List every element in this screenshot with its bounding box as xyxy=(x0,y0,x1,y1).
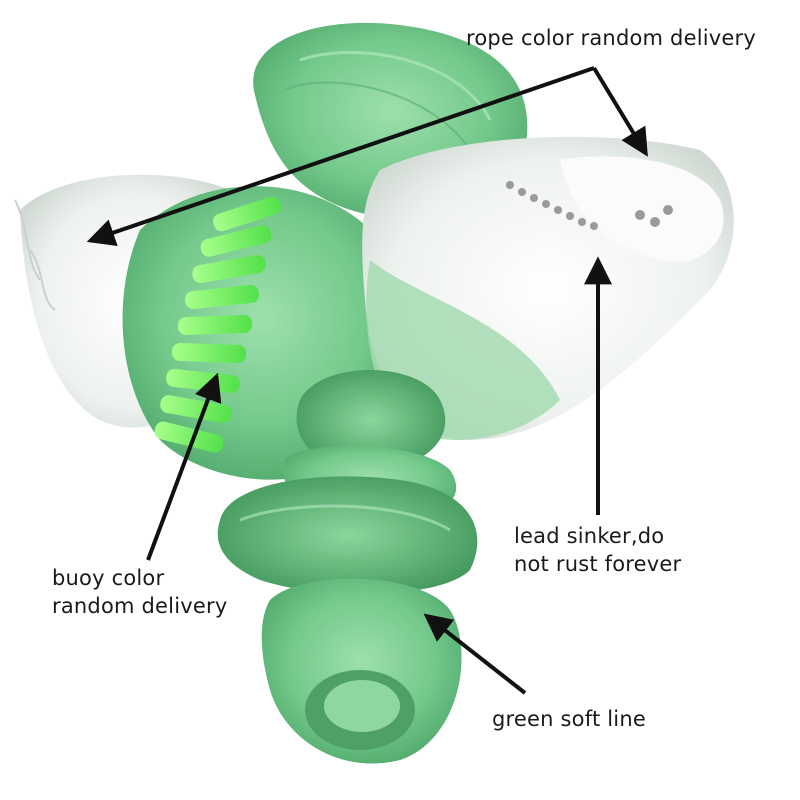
buoy-color-line-2: random delivery xyxy=(52,594,228,618)
float-row xyxy=(154,196,281,453)
net-bottom-loop xyxy=(261,578,462,764)
arrow-buoy xyxy=(146,372,222,561)
annotation-arrows xyxy=(86,66,648,695)
green-line-label: green soft line xyxy=(492,705,646,733)
buoy-color-label: buoy color random delivery xyxy=(52,564,227,620)
green-line-text: green soft line xyxy=(492,707,646,731)
rope-color-label: rope color random delivery xyxy=(466,24,756,52)
arrow-green-line xyxy=(423,613,527,695)
arrow-rope-right xyxy=(592,66,648,157)
lead-sinkers xyxy=(506,181,673,230)
lead-sinker-line-2: not rust forever xyxy=(514,552,682,576)
lead-sinker-label: lead sinker,do not rust forever xyxy=(514,522,681,578)
buoy-color-line-1: buoy color xyxy=(52,566,165,590)
lead-sinker-line-1: lead sinker,do xyxy=(514,524,665,548)
arrow-rope-left xyxy=(86,66,595,246)
rope-color-text: rope color random delivery xyxy=(466,26,756,50)
net-knot xyxy=(217,370,478,594)
